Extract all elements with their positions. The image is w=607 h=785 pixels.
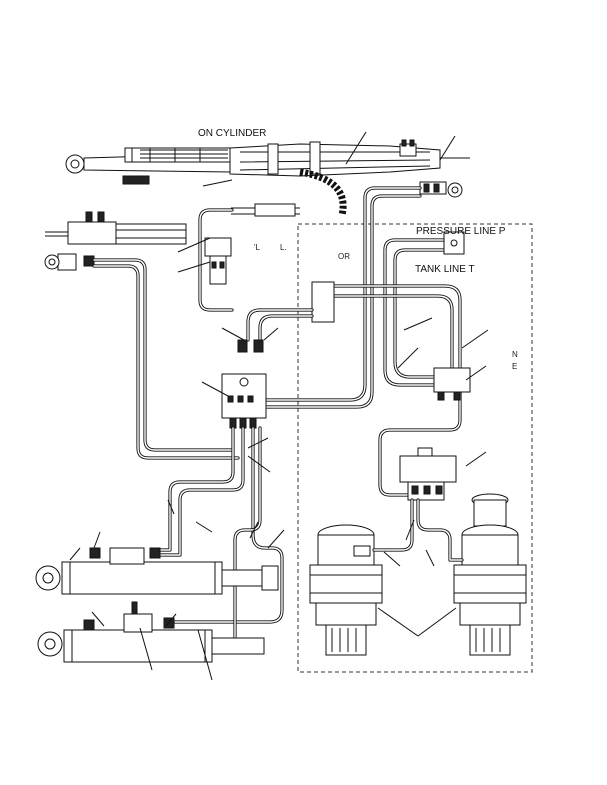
on-cylinder-label: ON CYLINDER — [198, 128, 266, 139]
cable-carrier — [299, 168, 347, 216]
top-boom-cylinder — [65, 139, 470, 198]
upper-hoses — [92, 208, 240, 460]
pressure-line-label: PRESSURE LINE P — [416, 226, 506, 237]
fragment-pl: 'L — [254, 243, 261, 252]
main-supply-lines — [260, 186, 462, 409]
lower-hoses — [158, 426, 284, 642]
tee-manifold — [237, 281, 335, 353]
callout-leaders — [69, 131, 489, 681]
fragment-or: OR — [338, 252, 350, 261]
pt-fitting — [443, 231, 465, 255]
right-drive-motor — [372, 493, 527, 656]
tank-line-label: TANK LINE T — [415, 264, 475, 275]
fragment-l: L. — [280, 243, 287, 252]
control-valve-block — [221, 373, 267, 429]
fragment-e: E — [512, 362, 517, 371]
lower-cylinder-2 — [37, 601, 265, 663]
steering-valve — [378, 367, 471, 501]
left-tilt-cylinder — [44, 211, 187, 271]
flow-divider — [204, 203, 300, 285]
lower-cylinder-1 — [35, 547, 279, 595]
dashed-boundary — [297, 223, 533, 673]
left-drive-motor — [309, 524, 383, 656]
fragment-n: N — [512, 350, 518, 359]
